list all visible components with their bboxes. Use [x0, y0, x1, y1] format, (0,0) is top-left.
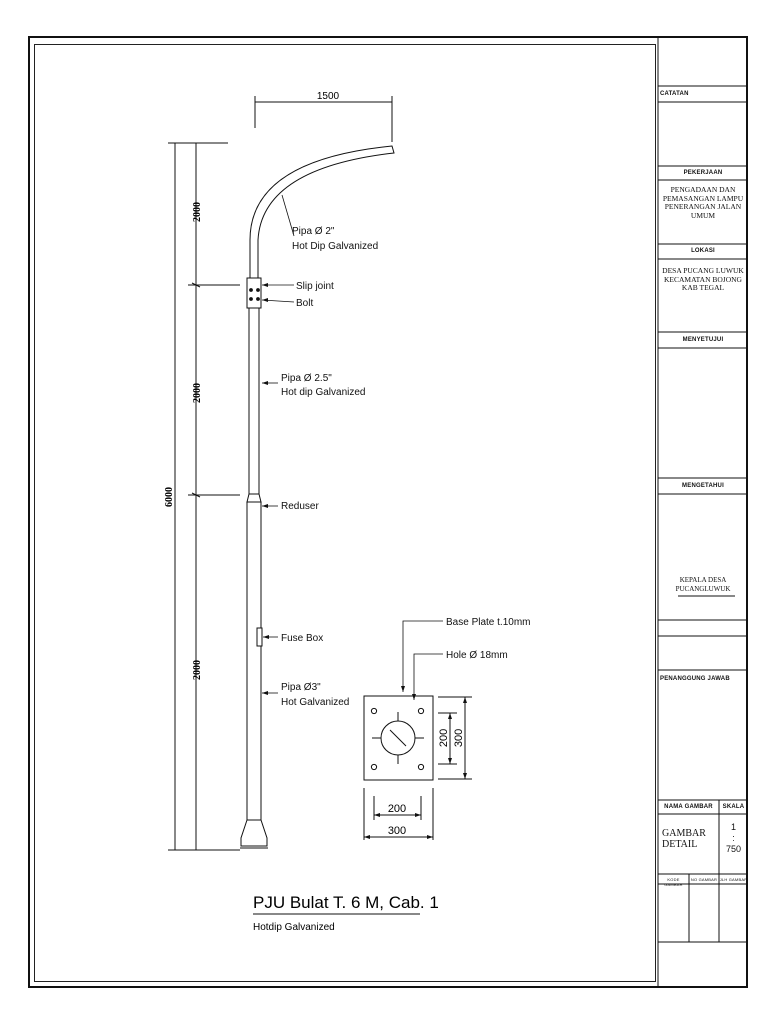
arm-reach-value: 1500: [317, 91, 340, 102]
plate-dimension-arrows: [364, 697, 467, 839]
drawing-sheet-border: [28, 36, 748, 988]
kepala-line-2: PUCANGLUWUK: [675, 585, 731, 593]
pipe-mid-finish-label: Hot dip Galvanized: [281, 387, 366, 398]
plate-w-inner-value: 200: [388, 803, 406, 815]
skala-line-3: 750: [725, 844, 742, 854]
pekerjaan-line-3: PENERANGAN JALAN UMUM: [664, 202, 742, 220]
seg-bottom-value: 2000: [192, 660, 203, 680]
kepala-desa: KEPALA DESA PUCANGLUWUK: [658, 576, 748, 594]
catatan-label: CATATAN: [660, 91, 689, 97]
seg-top-value: 2000: [192, 202, 203, 222]
pekerjaan-value: PENGADAAN DAN PEMASANGAN LAMPU PENERANGA…: [658, 185, 748, 220]
total-height-value: 6000: [164, 487, 175, 507]
plate-w-outer-value: 300: [388, 825, 406, 837]
title-block-frame: [657, 36, 748, 988]
pekerjaan-label: PEKERJAAN: [683, 170, 723, 176]
pole: [240, 145, 395, 849]
hole-label: Hole Ø 18mm: [446, 650, 508, 661]
lokasi-line-1: DESA PUCANG LUWUK: [662, 266, 744, 275]
height-dimension-lines: [168, 142, 240, 851]
slip-joint-label: Slip joint: [296, 281, 334, 292]
skala-value: 1 : 750: [719, 822, 748, 855]
pipe-bottom-finish-label: Hot Galvanized: [281, 697, 349, 708]
kode-gambar-label: KODE GAMBAR: [664, 877, 683, 887]
mengetahui-label: MENGETAHUI: [682, 483, 724, 489]
pipe-bottom-label: Pipa Ø3": [281, 682, 321, 693]
arm-reach-dimension: [254, 96, 393, 142]
pekerjaan-line-2: PEMASANGAN LAMPU: [662, 193, 744, 203]
reducer-label: Reduser: [281, 501, 319, 512]
no-gambar-label: NO GAMBAR: [690, 877, 718, 882]
leader-lines: [261, 194, 443, 700]
pipe-top-label: Pipa Ø 2": [292, 226, 335, 237]
menyetujui-label: MENYETUJUI: [682, 337, 724, 343]
skala-label: SKALA: [722, 804, 745, 810]
pekerjaan-line-1: PENGADAAN DAN: [670, 185, 736, 194]
lokasi-label: LOKASI: [691, 248, 715, 254]
skala-line-1: 1: [730, 822, 736, 832]
gambar-detail: GAMBAR DETAIL: [662, 828, 712, 850]
drawing-frame: [34, 44, 656, 982]
penanggung-jawab-label: PENANGGUNG JAWAB: [660, 676, 730, 682]
kepala-line-1: KEPALA DESA: [679, 576, 727, 584]
plate-h-inner-value: 200: [438, 729, 450, 747]
drawing-title: PJU Bulat T. 6 M, Cab. 1: [253, 893, 439, 912]
gambar-line-1: GAMBAR: [662, 828, 706, 839]
drawing-subtitle: Hotdip Galvanized: [253, 922, 335, 933]
plate-dimension-lines: [363, 696, 472, 840]
skala-line-2: :: [732, 833, 735, 843]
nama-gambar-label: NAMA GAMBAR: [664, 804, 713, 810]
lokasi-value: DESA PUCANG LUWUK KECAMATAN BOJONG KAB T…: [658, 266, 748, 293]
bolt-label: Bolt: [296, 298, 313, 309]
fuse-box-label: Fuse Box: [281, 633, 323, 644]
plate-h-outer-value: 300: [453, 729, 465, 747]
lokasi-line-2: KECAMATAN BOJONG: [664, 274, 742, 284]
pipe-mid-label: Pipa Ø 2.5": [281, 373, 332, 384]
lokasi-line-3: KAB TEGAL: [681, 283, 725, 292]
base-plate-label: Base Plate t.10mm: [446, 617, 530, 628]
seg-mid-value: 2000: [192, 383, 203, 403]
base-plate-detail: [363, 695, 434, 781]
gambar-line-2: DETAIL: [662, 839, 698, 850]
jlh-gambar-label: JLH GAMBAR: [719, 877, 748, 882]
pipe-top-finish-label: Hot Dip Galvanized: [292, 241, 378, 252]
